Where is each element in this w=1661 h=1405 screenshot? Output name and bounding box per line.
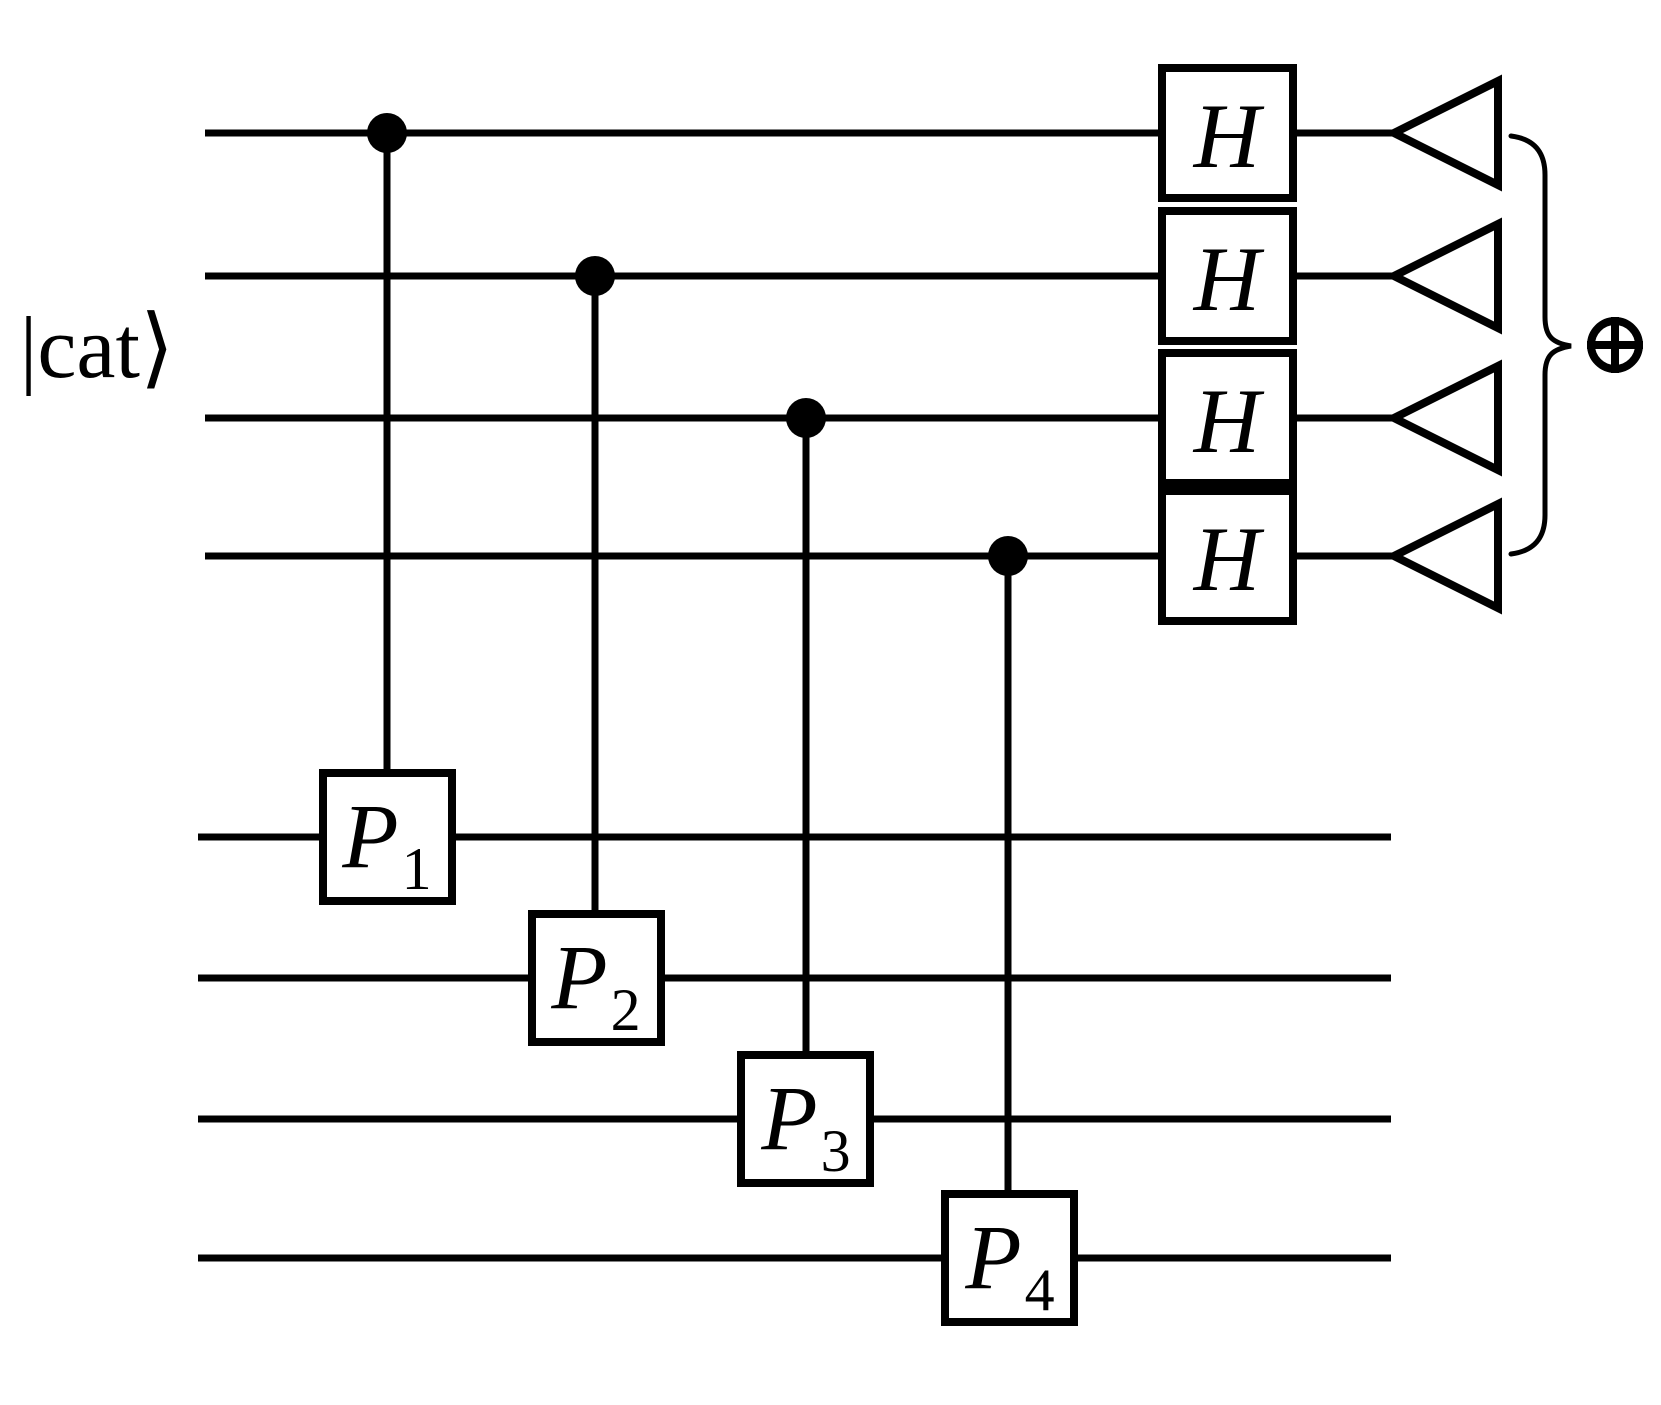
control-dot-icon-2 [575, 256, 615, 296]
control-dot-icon-1 [367, 113, 407, 153]
h-gate-label-1: H [1193, 85, 1265, 187]
xor-parity-icon [1587, 317, 1643, 373]
p4-gate-box [941, 1190, 1078, 1326]
measurement-icon-1 [1385, 74, 1502, 192]
p3-gate-box [737, 1051, 874, 1187]
cat-input-label: |cat⟩ [20, 300, 175, 397]
p1-gate-base: P [341, 785, 398, 887]
h-gate-box-2 [1158, 207, 1297, 345]
h-gate-box-3 [1158, 349, 1297, 487]
p1-gate-subscript: 1 [402, 836, 432, 902]
measurement-icon-2 [1385, 217, 1502, 335]
grouping-brace [1508, 133, 1572, 557]
measurement-icon-3 [1385, 359, 1502, 477]
p1-gate-box [319, 769, 456, 905]
h-gate-label-4: H [1193, 508, 1265, 610]
p2-gate-subscript: 2 [611, 977, 641, 1043]
h-gate-label-3: H [1193, 370, 1265, 472]
p3-gate-base: P [760, 1067, 817, 1169]
h-gate-label-2: H [1193, 228, 1265, 330]
p2-gate-base: P [550, 926, 607, 1028]
p4-gate-label: P4 [964, 1206, 1054, 1323]
measurement-icon-4 [1385, 497, 1502, 615]
p4-gate-subscript: 4 [1025, 1257, 1055, 1323]
p2-gate-box [528, 910, 665, 1046]
h-gate-box-4 [1158, 487, 1297, 625]
control-dot-icon-3 [786, 398, 826, 438]
p3-gate-subscript: 3 [821, 1118, 851, 1184]
p4-gate-base: P [964, 1206, 1021, 1308]
p3-gate-label: P3 [760, 1067, 850, 1184]
p1-gate-label: P1 [341, 785, 431, 902]
control-dot-icon-4 [988, 536, 1028, 576]
p2-gate-label: P2 [550, 926, 640, 1043]
h-gate-box-1 [1158, 64, 1297, 202]
